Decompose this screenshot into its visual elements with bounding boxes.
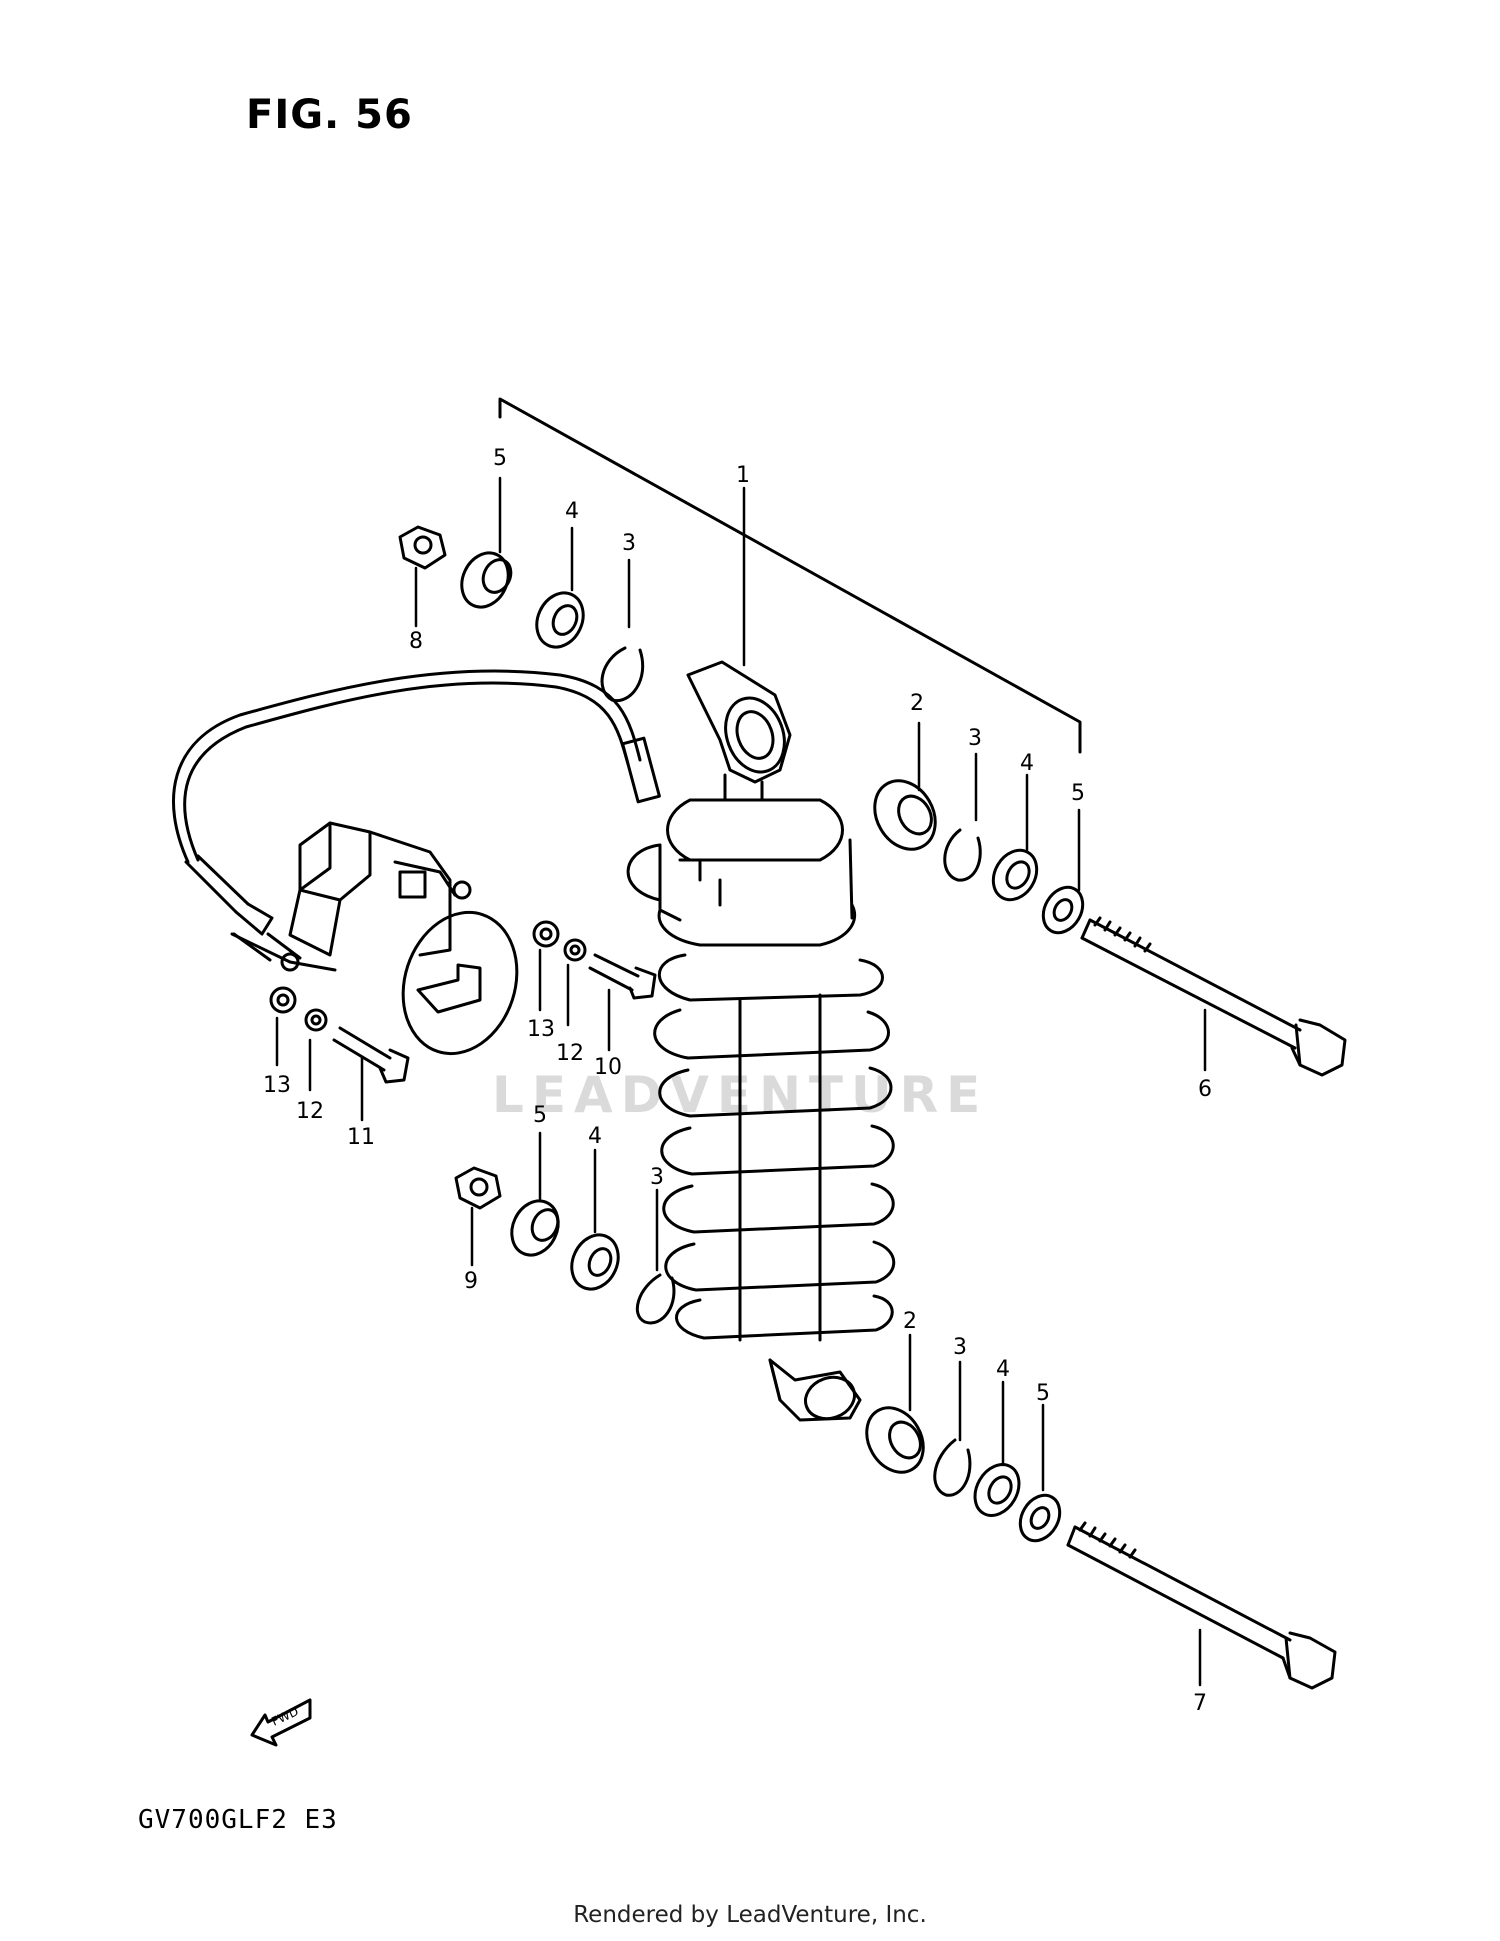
- lower-right-hardware: [865, 1406, 1062, 1543]
- footer-credit: Rendered by LeadVenture, Inc.: [573, 1902, 927, 1928]
- callout-4: 4: [1020, 751, 1034, 776]
- preload-adjuster: [230, 821, 519, 1056]
- callout-8: 8: [409, 629, 423, 654]
- callout-13: 13: [527, 1017, 555, 1042]
- callout-10: 10: [594, 1055, 622, 1080]
- callout-5: 5: [1071, 781, 1085, 806]
- lower-mount-bolt: [1066, 1521, 1337, 1690]
- lower-left-hardware: [454, 1166, 676, 1325]
- callout-4: 4: [565, 499, 579, 524]
- callout-9: 9: [464, 1269, 478, 1294]
- upper-mount-bolt: [1080, 916, 1347, 1077]
- adjuster-fasteners: [269, 920, 657, 1084]
- model-code: GV700GLF2 E3: [138, 1805, 338, 1835]
- callout-5: 5: [493, 446, 507, 471]
- callout-11: 11: [347, 1125, 375, 1150]
- forward-arrow-icon: [250, 1698, 312, 1747]
- callout-7: 7: [1193, 1691, 1207, 1716]
- callout-12: 12: [296, 1099, 324, 1124]
- callout-5: 5: [1036, 1381, 1050, 1406]
- callout-3: 3: [953, 1335, 967, 1360]
- upper-left-hardware: [398, 525, 645, 703]
- assembly-bracket: [498, 397, 1082, 754]
- figure-title: FIG. 56: [246, 92, 413, 138]
- callout-6: 6: [1198, 1077, 1212, 1102]
- rear-shock-absorber: [626, 660, 896, 1422]
- callout-3: 3: [968, 726, 982, 751]
- callout-12: 12: [556, 1041, 584, 1066]
- callout-3: 3: [650, 1165, 664, 1190]
- callout-4: 4: [996, 1357, 1010, 1382]
- callout-1: 1: [736, 463, 750, 488]
- callout-labels: 1 2 2 3 3 3 3 4 4 4 4 5 5 5 5 6 7 8 9 10…: [263, 446, 1212, 1716]
- upper-right-hardware: [873, 779, 1085, 935]
- leader-lines: [275, 476, 1207, 1687]
- callout-2: 2: [910, 691, 924, 716]
- callout-13: 13: [263, 1073, 291, 1098]
- callout-5: 5: [533, 1103, 547, 1128]
- callout-3: 3: [622, 531, 636, 556]
- callout-2: 2: [903, 1309, 917, 1334]
- callout-4: 4: [588, 1124, 602, 1149]
- preload-hose: [171, 669, 661, 936]
